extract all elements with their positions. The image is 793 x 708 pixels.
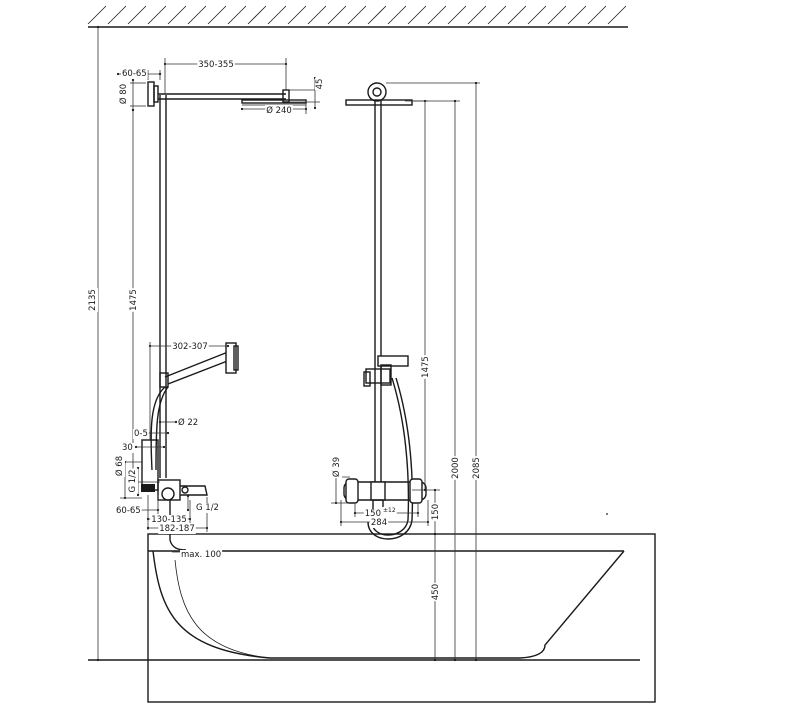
dim-mixer-width: 284 [371,518,387,528]
dim-head-thickness: 45 [315,79,325,90]
dim-head-height: 2000 [451,457,461,479]
dim-rail-length-front: 1475 [421,356,431,378]
dim-spout-projection: 130-135 [151,515,187,525]
dim-inlet-tolerance: ±12 [383,507,396,514]
dim-rail-offset-bottom: 60-65 [116,506,141,516]
dim-head-diameter: Ø 240 [266,105,292,116]
dim-bracket-offset: 30 [122,443,133,453]
dim-inlet-thread-left: G 1/2 [128,470,138,493]
dim-overflow-max: max. 100 [181,550,221,560]
dim-mixer-above-tub: 150 [431,504,441,520]
dim-rail-offset-top: 60-65 [122,69,147,79]
dim-inlet-thread-right: G 1/2 [196,503,219,513]
front-view [343,82,427,540]
ceiling [87,5,628,28]
bathtub [147,533,656,703]
dim-rail-diameter: Ø 22 [178,417,198,428]
dim-total-height-wall: 2135 [88,289,98,311]
dim-rail-length-side: 1475 [129,289,139,311]
dim-arm-length: 350-355 [198,60,234,70]
dim-total-height-front: 2085 [472,457,482,479]
dim-inlet-centres: 150 [365,509,381,519]
dim-knob-diameter: Ø 39 [331,457,342,477]
side-view [141,81,307,551]
dim-wall-rose-diameter: Ø 80 [118,84,129,104]
dim-escutcheon-diameter: Ø 68 [114,456,125,476]
dim-wall-gap: 0-5 [134,429,148,439]
dim-handshower-reach: 302-307 [172,342,208,352]
dimension-labels: 60-65 350-355 45 Ø 80 Ø 240 2135 1475 30… [88,60,482,602]
dim-mixer-projection: 182-187 [159,524,195,534]
dim-tub-height: 450 [431,584,441,600]
